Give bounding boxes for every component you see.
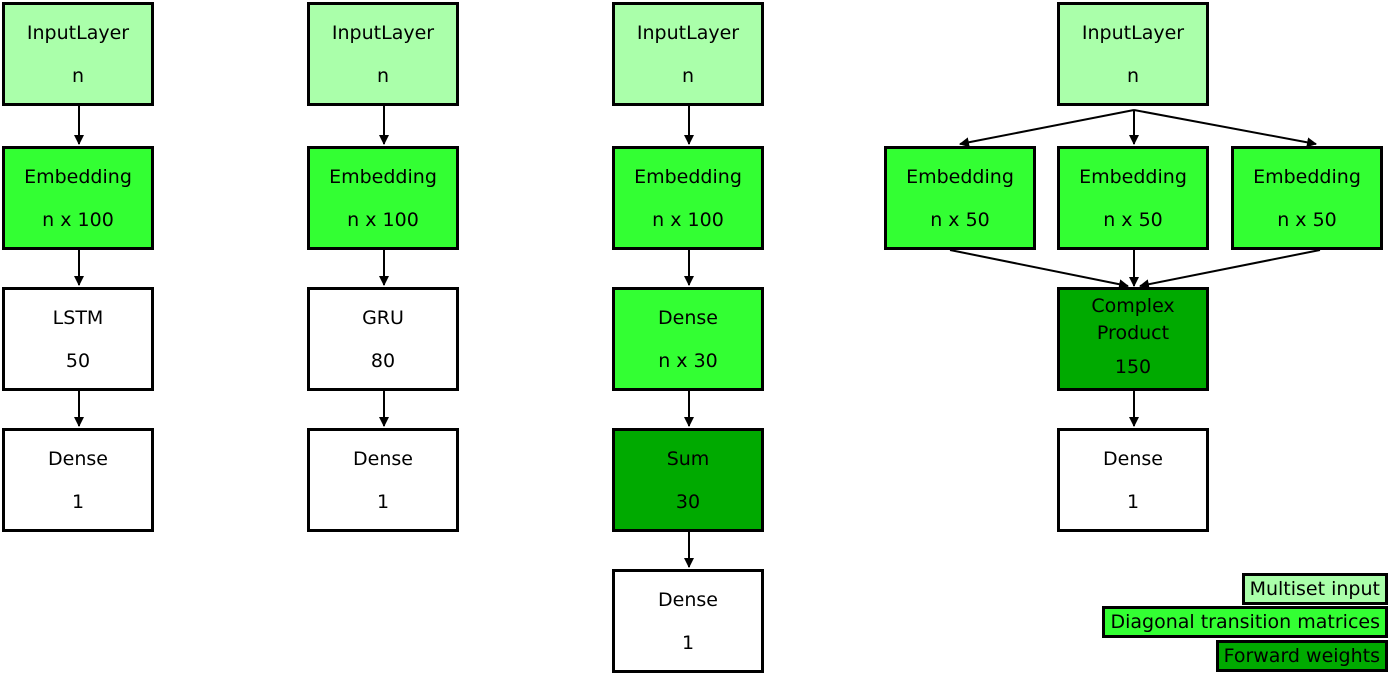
node-title: Embedding	[329, 166, 437, 188]
embedding-node: Embedding n x 50	[1231, 146, 1383, 250]
node-value: n x 50	[1103, 209, 1163, 231]
node-value: n x 50	[1277, 209, 1337, 231]
node-title: InputLayer	[1081, 22, 1185, 44]
embedding-node: Embedding n x 50	[884, 146, 1036, 250]
node-title: InputLayer	[331, 22, 435, 44]
lstm-node: LSTM 50	[2, 287, 154, 391]
arrow	[1139, 249, 1321, 290]
node-title: LSTM	[52, 307, 104, 329]
node-value: 30	[675, 491, 701, 513]
node-title: InputLayer	[26, 22, 130, 44]
node-title: Dense	[1103, 448, 1163, 470]
complex-product-node: Complex Product 150	[1057, 287, 1209, 391]
dense-node: Dense 1	[2, 428, 154, 532]
dense-node: Dense n x 30	[612, 287, 764, 391]
gru-node: GRU 80	[307, 287, 459, 391]
node-value: n	[681, 65, 695, 87]
node-title: Dense	[658, 307, 718, 329]
node-title: Embedding	[906, 166, 1014, 188]
node-title: InputLayer	[636, 22, 740, 44]
legend-multiset-input: Multiset input	[1241, 573, 1388, 605]
sum-node: Sum 30	[612, 428, 764, 532]
node-title: GRU	[362, 307, 404, 329]
node-value: n x 50	[930, 209, 990, 231]
node-title: Embedding	[634, 166, 742, 188]
node-value: n	[71, 65, 85, 87]
node-title: Dense	[658, 589, 718, 611]
node-value: 1	[681, 632, 695, 654]
embedding-node: Embedding n x 100	[307, 146, 459, 250]
arrow	[949, 249, 1129, 290]
input-layer-node: InputLayer n	[2, 2, 154, 106]
arrow	[1133, 109, 1317, 148]
node-value: n x 30	[658, 350, 718, 372]
node-value: n	[376, 65, 390, 87]
input-layer-node: InputLayer n	[307, 2, 459, 106]
node-title: Sum	[666, 448, 710, 470]
node-value: 80	[370, 350, 396, 372]
node-title: Embedding	[24, 166, 132, 188]
node-title: Embedding	[1253, 166, 1361, 188]
node-value: n x 100	[42, 209, 114, 231]
node-value: 1	[1126, 491, 1140, 513]
dense-node: Dense 1	[307, 428, 459, 532]
arrow	[959, 109, 1135, 148]
legend-diagonal-transition: Diagonal transition matrices	[1102, 606, 1388, 638]
embedding-node: Embedding n x 100	[2, 146, 154, 250]
node-title: Dense	[353, 448, 413, 470]
node-value: 50	[65, 350, 91, 372]
dense-node: Dense 1	[1057, 428, 1209, 532]
node-value: n x 100	[652, 209, 724, 231]
node-value: 1	[71, 491, 85, 513]
input-layer-node: InputLayer n	[612, 2, 764, 106]
dense-node: Dense 1	[612, 569, 764, 673]
node-value: 1	[376, 491, 390, 513]
node-title: Dense	[48, 448, 108, 470]
node-value: n	[1126, 65, 1140, 87]
node-value: n x 100	[347, 209, 419, 231]
input-layer-node: InputLayer n	[1057, 2, 1209, 106]
embedding-node: Embedding n x 50	[1057, 146, 1209, 250]
node-value: 150	[1114, 356, 1152, 378]
legend-forward-weights: Forward weights	[1215, 640, 1388, 672]
node-title: Embedding	[1079, 166, 1187, 188]
embedding-node: Embedding n x 100	[612, 146, 764, 250]
node-title: Complex Product	[1091, 295, 1175, 344]
